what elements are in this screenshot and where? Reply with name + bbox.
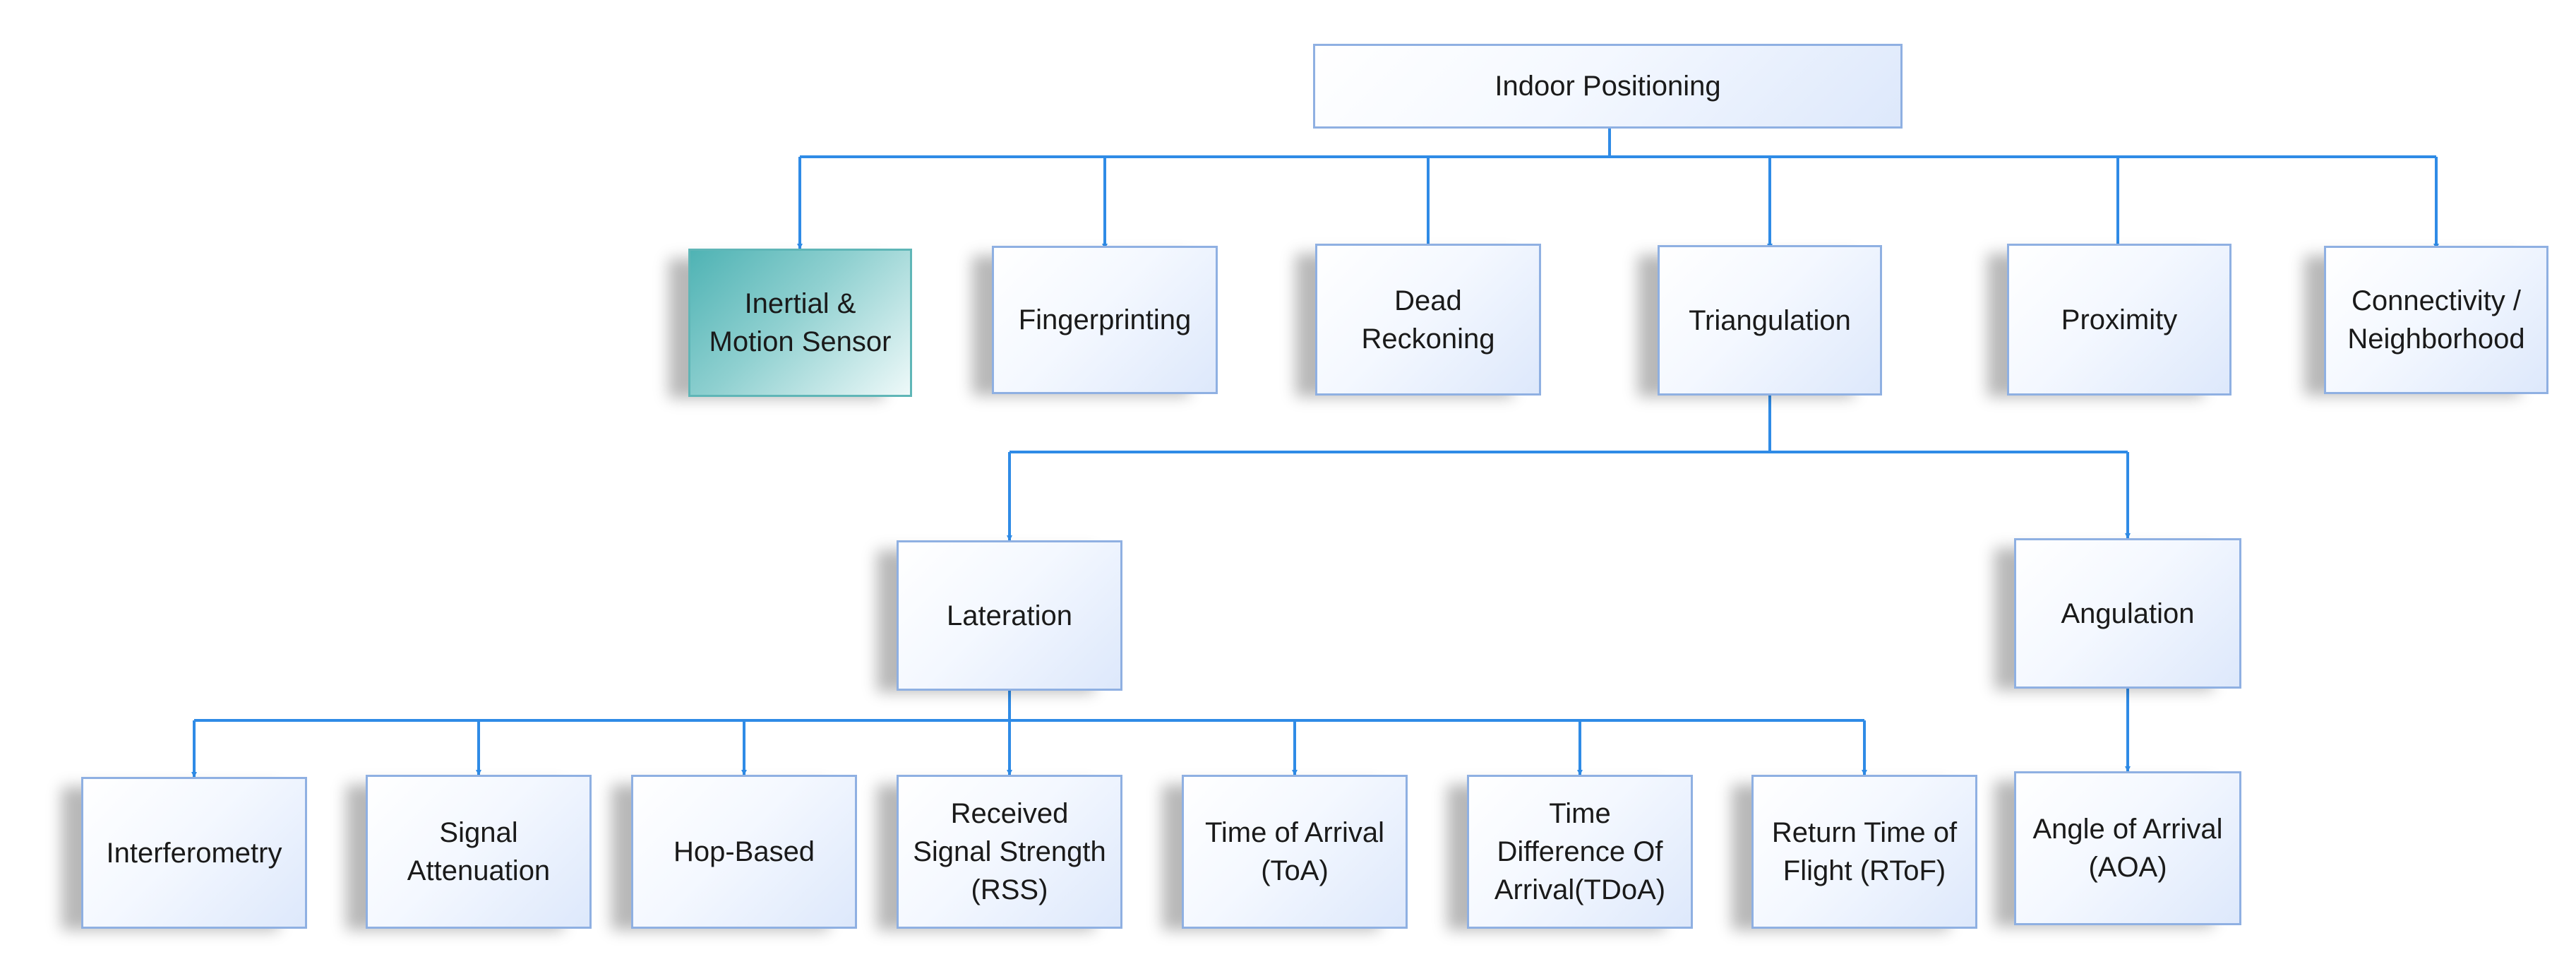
node-received-signal-strength: Received Signal Strength (RSS) [897,775,1122,929]
node-angle-of-arrival: Angle of Arrival (AOA) [2014,771,2241,925]
node-interferometry: Interferometry [81,777,307,929]
node-signal-attenuation: Signal Attenuation [366,775,592,929]
node-time-of-arrival: Time of Arrival (ToA) [1182,775,1408,929]
node-fingerprinting: Fingerprinting [992,246,1218,394]
node-triangulation: Triangulation [1658,245,1882,396]
node-lateration: Lateration [897,540,1122,691]
node-angulation: Angulation [2014,538,2241,689]
node-dead-reckoning: Dead Reckoning [1315,244,1541,396]
node-time-difference-of-arrival: Time Difference Of Arrival(TDoA) [1467,775,1693,929]
node-indoor-positioning: Indoor Positioning [1313,44,1903,129]
node-connectivity-neighborhood: Connectivity / Neighborhood [2324,246,2548,394]
node-return-time-of-flight: Return Time of Flight (RToF) [1751,775,1977,929]
node-proximity: Proximity [2007,244,2231,396]
node-hop-based: Hop-Based [631,775,857,929]
node-inertial-motion-sensor: Inertial & Motion Sensor [688,249,912,397]
